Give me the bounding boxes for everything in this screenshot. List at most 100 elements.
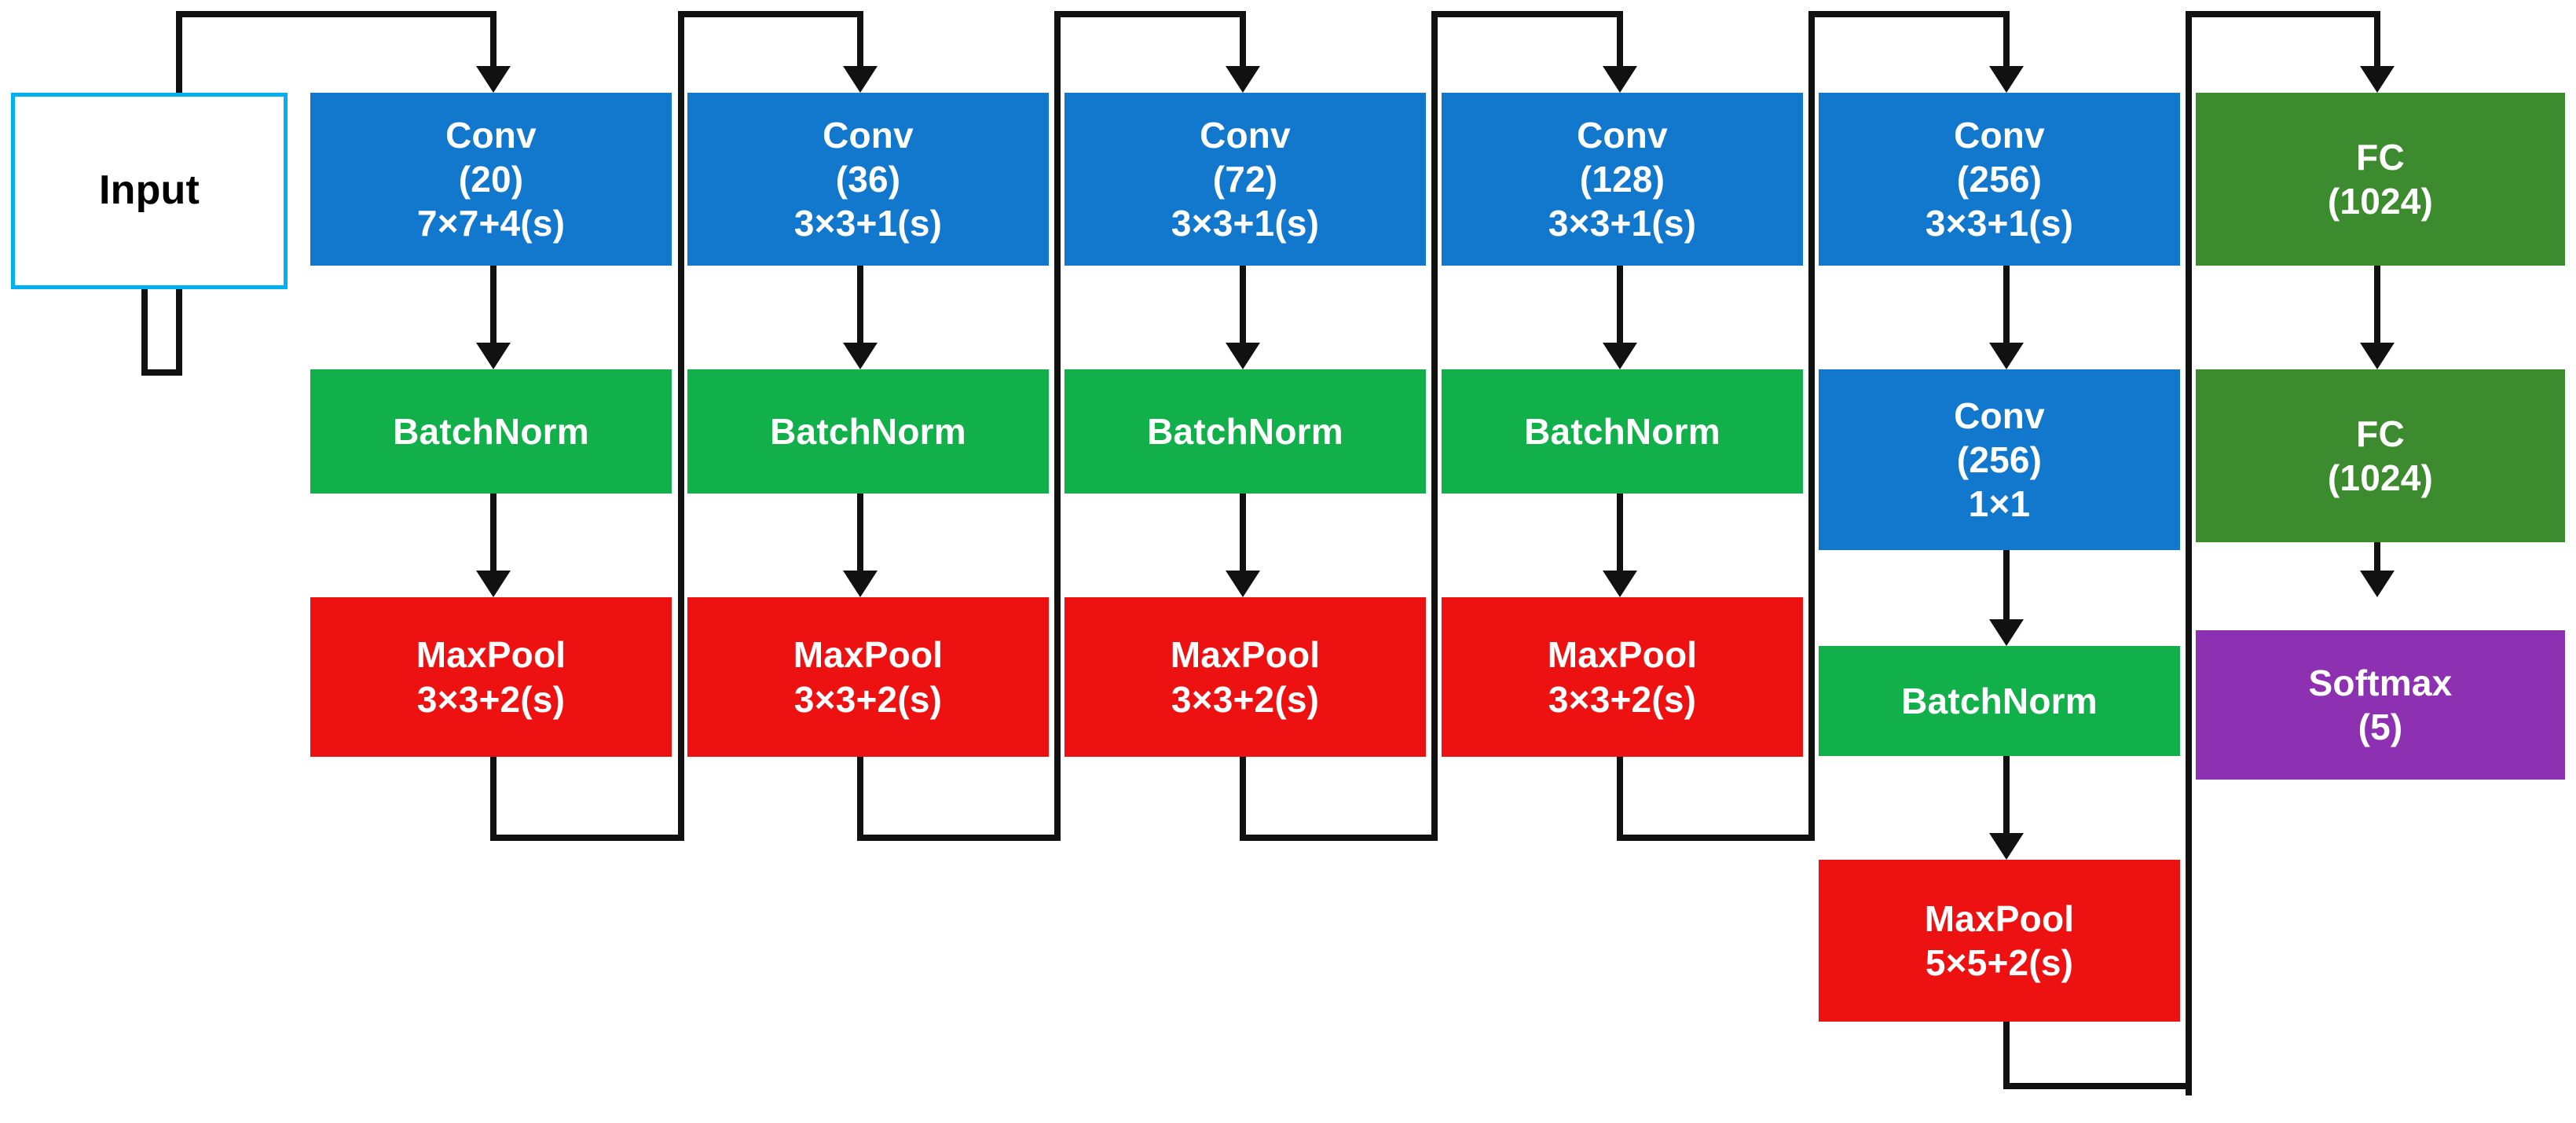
arrow-stage-3-bn-to-pool	[1224, 494, 1262, 597]
block-stage-3-batchnorm-line-1: BatchNorm	[1147, 410, 1343, 452]
block-stage-2-maxpool-line-2: 3×3+2(s)	[793, 678, 943, 720]
block-stage-4-batchnorm-line-1: BatchNorm	[1524, 410, 1720, 452]
out-right-stage-5	[2003, 1083, 2192, 1089]
feeder-arrow-stage-1	[475, 11, 512, 93]
block-stage-3-conv-line-2: (72)	[1212, 158, 1278, 200]
feeder-arrow-stage-4	[1601, 11, 1639, 93]
out-right-stage-3	[1240, 835, 1438, 841]
block-stage-2-batchnorm[interactable]: BatchNorm	[687, 369, 1049, 494]
feeder-arrow-stage-3	[1224, 11, 1262, 93]
block-stage-6-fc-2-line-2: (1024)	[2327, 457, 2434, 498]
block-stage-2-maxpool-line-1: MaxPool	[793, 634, 944, 676]
block-stage-1-conv-line-3: 7×7+4(s)	[416, 203, 566, 244]
block-stage-4-conv-line-2: (128)	[1579, 158, 1665, 200]
block-input-label: Input	[98, 167, 200, 214]
arrow-stage-1-bn-to-pool	[475, 494, 512, 597]
feeder-top-stage-4	[1431, 11, 1620, 17]
block-stage-4-maxpool-line-1: MaxPool	[1547, 634, 1698, 676]
block-stage-6-softmax[interactable]: Softmax (5)	[2196, 630, 2565, 780]
block-stage-4-maxpool[interactable]: MaxPool 3×3+2(s)	[1442, 597, 1803, 757]
feeder-rail-stage-3	[1054, 11, 1061, 841]
block-stage-6-fc-1-line-1: FC	[2356, 136, 2405, 178]
block-stage-4-batchnorm[interactable]: BatchNorm	[1442, 369, 1803, 494]
block-stage-4-maxpool-line-2: 3×3+2(s)	[1548, 678, 1697, 720]
arrow-stage-2-conv-to-bn	[841, 266, 879, 369]
block-stage-2-conv-line-1: Conv	[823, 114, 914, 156]
block-stage-6-softmax-line-2: (5)	[2358, 706, 2403, 747]
block-stage-2-maxpool[interactable]: MaxPool 3×3+2(s)	[687, 597, 1049, 757]
block-stage-4-conv-line-1: Conv	[1577, 114, 1668, 156]
block-stage-6-fc-2[interactable]: FC (1024)	[2196, 369, 2565, 542]
block-stage-2-batchnorm-line-1: BatchNorm	[770, 410, 966, 452]
block-stage-1-maxpool-line-2: 3×3+2(s)	[416, 678, 566, 720]
out-down-stage-5	[2003, 1022, 2010, 1089]
block-stage-6-fc-1[interactable]: FC (1024)	[2196, 93, 2565, 266]
block-stage-6-softmax-line-1: Softmax	[2308, 662, 2453, 703]
block-stage-2-conv-line-2: (36)	[835, 158, 901, 200]
feeder-top-stage-5	[1808, 11, 2006, 17]
block-stage-5-conv-1x1[interactable]: Conv (256) 1×1	[1819, 369, 2180, 550]
block-stage-5-conv-3x3-line-1: Conv	[1954, 114, 2045, 156]
block-input[interactable]: Input	[11, 93, 288, 289]
arrow-stage-5-conv2-to-bn	[1988, 550, 2025, 646]
block-stage-5-conv-1x1-line-3: 1×1	[1968, 483, 2031, 525]
block-stage-3-maxpool[interactable]: MaxPool 3×3+2(s)	[1064, 597, 1426, 757]
block-stage-3-conv-line-1: Conv	[1200, 114, 1291, 156]
block-stage-3-batchnorm[interactable]: BatchNorm	[1064, 369, 1426, 494]
arrow-stage-2-bn-to-pool	[841, 494, 879, 597]
block-stage-5-conv-3x3-line-3: 3×3+1(s)	[1925, 203, 2074, 244]
connector-input-right	[141, 369, 182, 376]
block-stage-5-batchnorm-line-1: BatchNorm	[1901, 680, 2098, 721]
arrow-stage-4-conv-to-bn	[1601, 266, 1639, 369]
feeder-rail-stage-6	[2186, 11, 2192, 1095]
block-stage-1-conv-line-2: (20)	[458, 158, 524, 200]
arrow-stage-6-fc1-to-fc2	[2358, 266, 2396, 369]
out-down-stage-3	[1240, 757, 1246, 841]
block-stage-5-batchnorm[interactable]: BatchNorm	[1819, 646, 2180, 756]
block-stage-6-fc-1-line-2: (1024)	[2327, 181, 2434, 222]
feeder-arrow-stage-6	[2358, 11, 2396, 93]
feeder-top-stage-2	[678, 11, 860, 17]
block-stage-4-conv[interactable]: Conv (128) 3×3+1(s)	[1442, 93, 1803, 266]
arrow-stage-1-conv-to-bn	[475, 266, 512, 369]
block-stage-1-conv[interactable]: Conv (20) 7×7+4(s)	[310, 93, 672, 266]
out-down-stage-4	[1617, 757, 1623, 841]
feeder-top-stage-6	[2186, 11, 2377, 17]
block-stage-3-conv[interactable]: Conv (72) 3×3+1(s)	[1064, 93, 1426, 266]
block-stage-5-maxpool-line-1: MaxPool	[1924, 897, 2075, 939]
connector-input-down	[141, 289, 148, 376]
block-stage-3-maxpool-line-1: MaxPool	[1170, 634, 1321, 676]
out-right-stage-2	[857, 835, 1061, 841]
block-stage-2-conv-line-3: 3×3+1(s)	[793, 203, 943, 244]
block-stage-2-conv[interactable]: Conv (36) 3×3+1(s)	[687, 93, 1049, 266]
block-stage-1-maxpool-line-1: MaxPool	[416, 634, 566, 676]
block-stage-5-maxpool[interactable]: MaxPool 5×5+2(s)	[1819, 860, 2180, 1022]
block-stage-1-conv-line-1: Conv	[445, 114, 537, 156]
out-right-stage-1	[490, 835, 684, 841]
block-stage-5-conv-3x3-line-2: (256)	[1956, 158, 2043, 200]
block-stage-1-batchnorm-line-1: BatchNorm	[393, 410, 589, 452]
arrow-stage-5-conv1-to-conv2	[1988, 266, 2025, 369]
block-stage-5-conv-1x1-line-1: Conv	[1954, 395, 2045, 436]
feeder-top-stage-1	[176, 11, 493, 17]
arrow-stage-4-bn-to-pool	[1601, 494, 1639, 597]
block-stage-6-fc-2-line-1: FC	[2356, 413, 2405, 454]
block-stage-1-batchnorm[interactable]: BatchNorm	[310, 369, 672, 494]
feeder-rail-stage-5	[1808, 11, 1815, 841]
feeder-rail-stage-2	[678, 11, 684, 841]
feeder-arrow-stage-5	[1988, 11, 2025, 93]
block-stage-5-maxpool-line-2: 5×5+2(s)	[1925, 942, 2074, 983]
feeder-rail-stage-4	[1431, 11, 1438, 841]
block-stage-5-conv-1x1-line-2: (256)	[1956, 439, 2043, 480]
out-right-stage-4	[1617, 835, 1815, 841]
feeder-arrow-stage-2	[841, 11, 879, 93]
out-down-stage-1	[490, 757, 497, 841]
block-stage-3-conv-line-3: 3×3+1(s)	[1171, 203, 1320, 244]
block-stage-3-maxpool-line-2: 3×3+2(s)	[1171, 678, 1320, 720]
feeder-top-stage-3	[1054, 11, 1243, 17]
arrow-stage-5-bn-to-pool	[1988, 756, 2025, 860]
arrow-stage-3-conv-to-bn	[1224, 266, 1262, 369]
block-stage-1-maxpool[interactable]: MaxPool 3×3+2(s)	[310, 597, 672, 757]
block-stage-5-conv-3x3[interactable]: Conv (256) 3×3+1(s)	[1819, 93, 2180, 266]
